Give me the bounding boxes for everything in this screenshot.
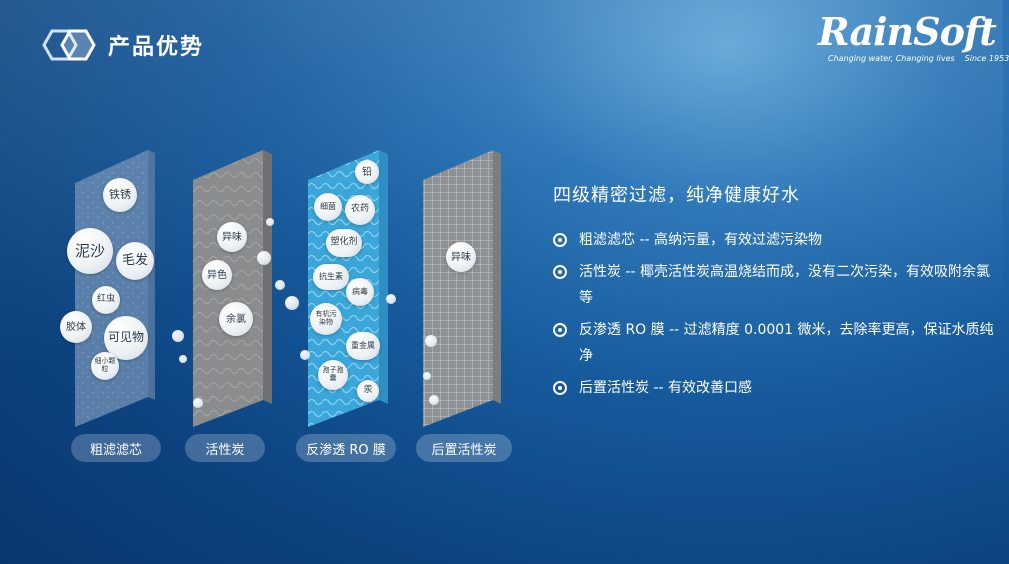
feature-subtitle: 四级精密过滤，纯净健康好水 bbox=[553, 185, 800, 206]
bubble-red-worm: 红虫 bbox=[92, 286, 120, 314]
bubble-plasticizer: 塑化剂 bbox=[326, 229, 362, 257]
feature-item: 后置活性炭 -- 有效改善口感 bbox=[553, 375, 999, 401]
bubble-hair: 毛发 bbox=[116, 242, 154, 280]
feature-item: 反渗透 RO 膜 -- 过滤精度 0.0001 微米，去除率更高，保证水质纯净 bbox=[553, 317, 999, 369]
brand-logo: RainSoft Changing water, Changing lives S… bbox=[818, 6, 1009, 78]
logo-since: Since 1953 bbox=[964, 54, 1009, 63]
feature-text: 活性炭 -- 椰壳活性炭高温烧结而成，没有二次污染，有效吸附余氯等 bbox=[579, 264, 991, 306]
bubble-virus: 病毒 bbox=[346, 278, 374, 306]
feature-item: 活性炭 -- 椰壳活性炭高温烧结而成，没有二次污染，有效吸附余氯等 bbox=[553, 259, 999, 311]
feature-text: 粗滤滤芯 -- 高纳污量，有效过滤污染物 bbox=[579, 232, 823, 248]
bubble-sediment: 泥沙 bbox=[67, 228, 113, 274]
panel-activated-carbon bbox=[193, 150, 272, 427]
droplet-dot bbox=[193, 398, 203, 408]
logo-tagline: Changing water, Changing lives bbox=[828, 54, 955, 63]
droplet-dot bbox=[275, 280, 285, 290]
hexagon-cube-icon bbox=[42, 29, 96, 61]
droplet-dot bbox=[386, 294, 396, 304]
bubble-pesticide: 农药 bbox=[345, 195, 375, 225]
logo-tagline-row: Changing water, Changing lives Since 1953 bbox=[818, 54, 1009, 63]
droplet-dot bbox=[285, 296, 299, 310]
bubble-chlorine: 余氯 bbox=[219, 302, 253, 336]
bubble-color: 异色 bbox=[202, 260, 232, 290]
label-post-carbon: 后置活性炭 bbox=[416, 434, 512, 462]
bubble-odor-post: 异味 bbox=[446, 242, 476, 272]
droplet-dot bbox=[179, 355, 187, 363]
radio-bullet-icon bbox=[553, 381, 567, 395]
bubble-fine-particles: 细小颗粒 bbox=[91, 352, 119, 380]
page-title: 产品优势 bbox=[108, 35, 205, 60]
radio-bullet-icon bbox=[553, 265, 567, 279]
bubble-spores: 孢子孢囊 bbox=[318, 360, 348, 390]
bubble-lead: 铅 bbox=[355, 160, 379, 184]
radio-bullet-icon bbox=[553, 233, 567, 247]
droplet-dot bbox=[429, 395, 439, 405]
panel-post-carbon bbox=[423, 150, 501, 427]
bubble-odor: 异味 bbox=[217, 222, 247, 252]
droplet-dot bbox=[425, 335, 437, 347]
droplet-dot bbox=[266, 218, 274, 226]
feature-text: 反渗透 RO 膜 -- 过滤精度 0.0001 微米，去除率更高，保证水质纯净 bbox=[579, 322, 994, 364]
droplet-dot bbox=[172, 330, 184, 342]
logo-brand: RainSoft bbox=[818, 9, 997, 54]
bubble-rust: 铁锈 bbox=[103, 178, 137, 212]
bubble-bacteria: 细菌 bbox=[314, 193, 342, 221]
droplet-dot bbox=[423, 372, 431, 380]
bubble-colloid: 胶体 bbox=[60, 311, 92, 343]
radio-bullet-icon bbox=[553, 323, 567, 337]
feature-text: 后置活性炭 -- 有效改善口感 bbox=[579, 380, 753, 396]
droplet-dot bbox=[257, 251, 271, 265]
label-activated-carbon: 活性炭 bbox=[185, 434, 265, 462]
bubble-heavy-metals: 重金属 bbox=[346, 332, 380, 360]
label-ro-membrane: 反渗透 RO 膜 bbox=[296, 434, 396, 462]
bubble-antibiotics: 抗生素 bbox=[313, 264, 349, 290]
bubble-visible-matter: 可见物 bbox=[104, 316, 148, 360]
label-coarse-filter: 粗滤滤芯 bbox=[71, 434, 161, 462]
feature-item: 粗滤滤芯 -- 高纳污量，有效过滤污染物 bbox=[553, 227, 999, 253]
droplet-dot bbox=[300, 350, 310, 360]
bubble-mercury: 汞 bbox=[357, 380, 379, 402]
bubble-organic-pollutants: 有机污染物 bbox=[310, 303, 342, 335]
feature-panel: 四级精密过滤，纯净健康好水 粗滤滤芯 -- 高纳污量，有效过滤污染物 活性炭 -… bbox=[553, 181, 999, 407]
header: 产品优势 bbox=[40, 27, 204, 63]
